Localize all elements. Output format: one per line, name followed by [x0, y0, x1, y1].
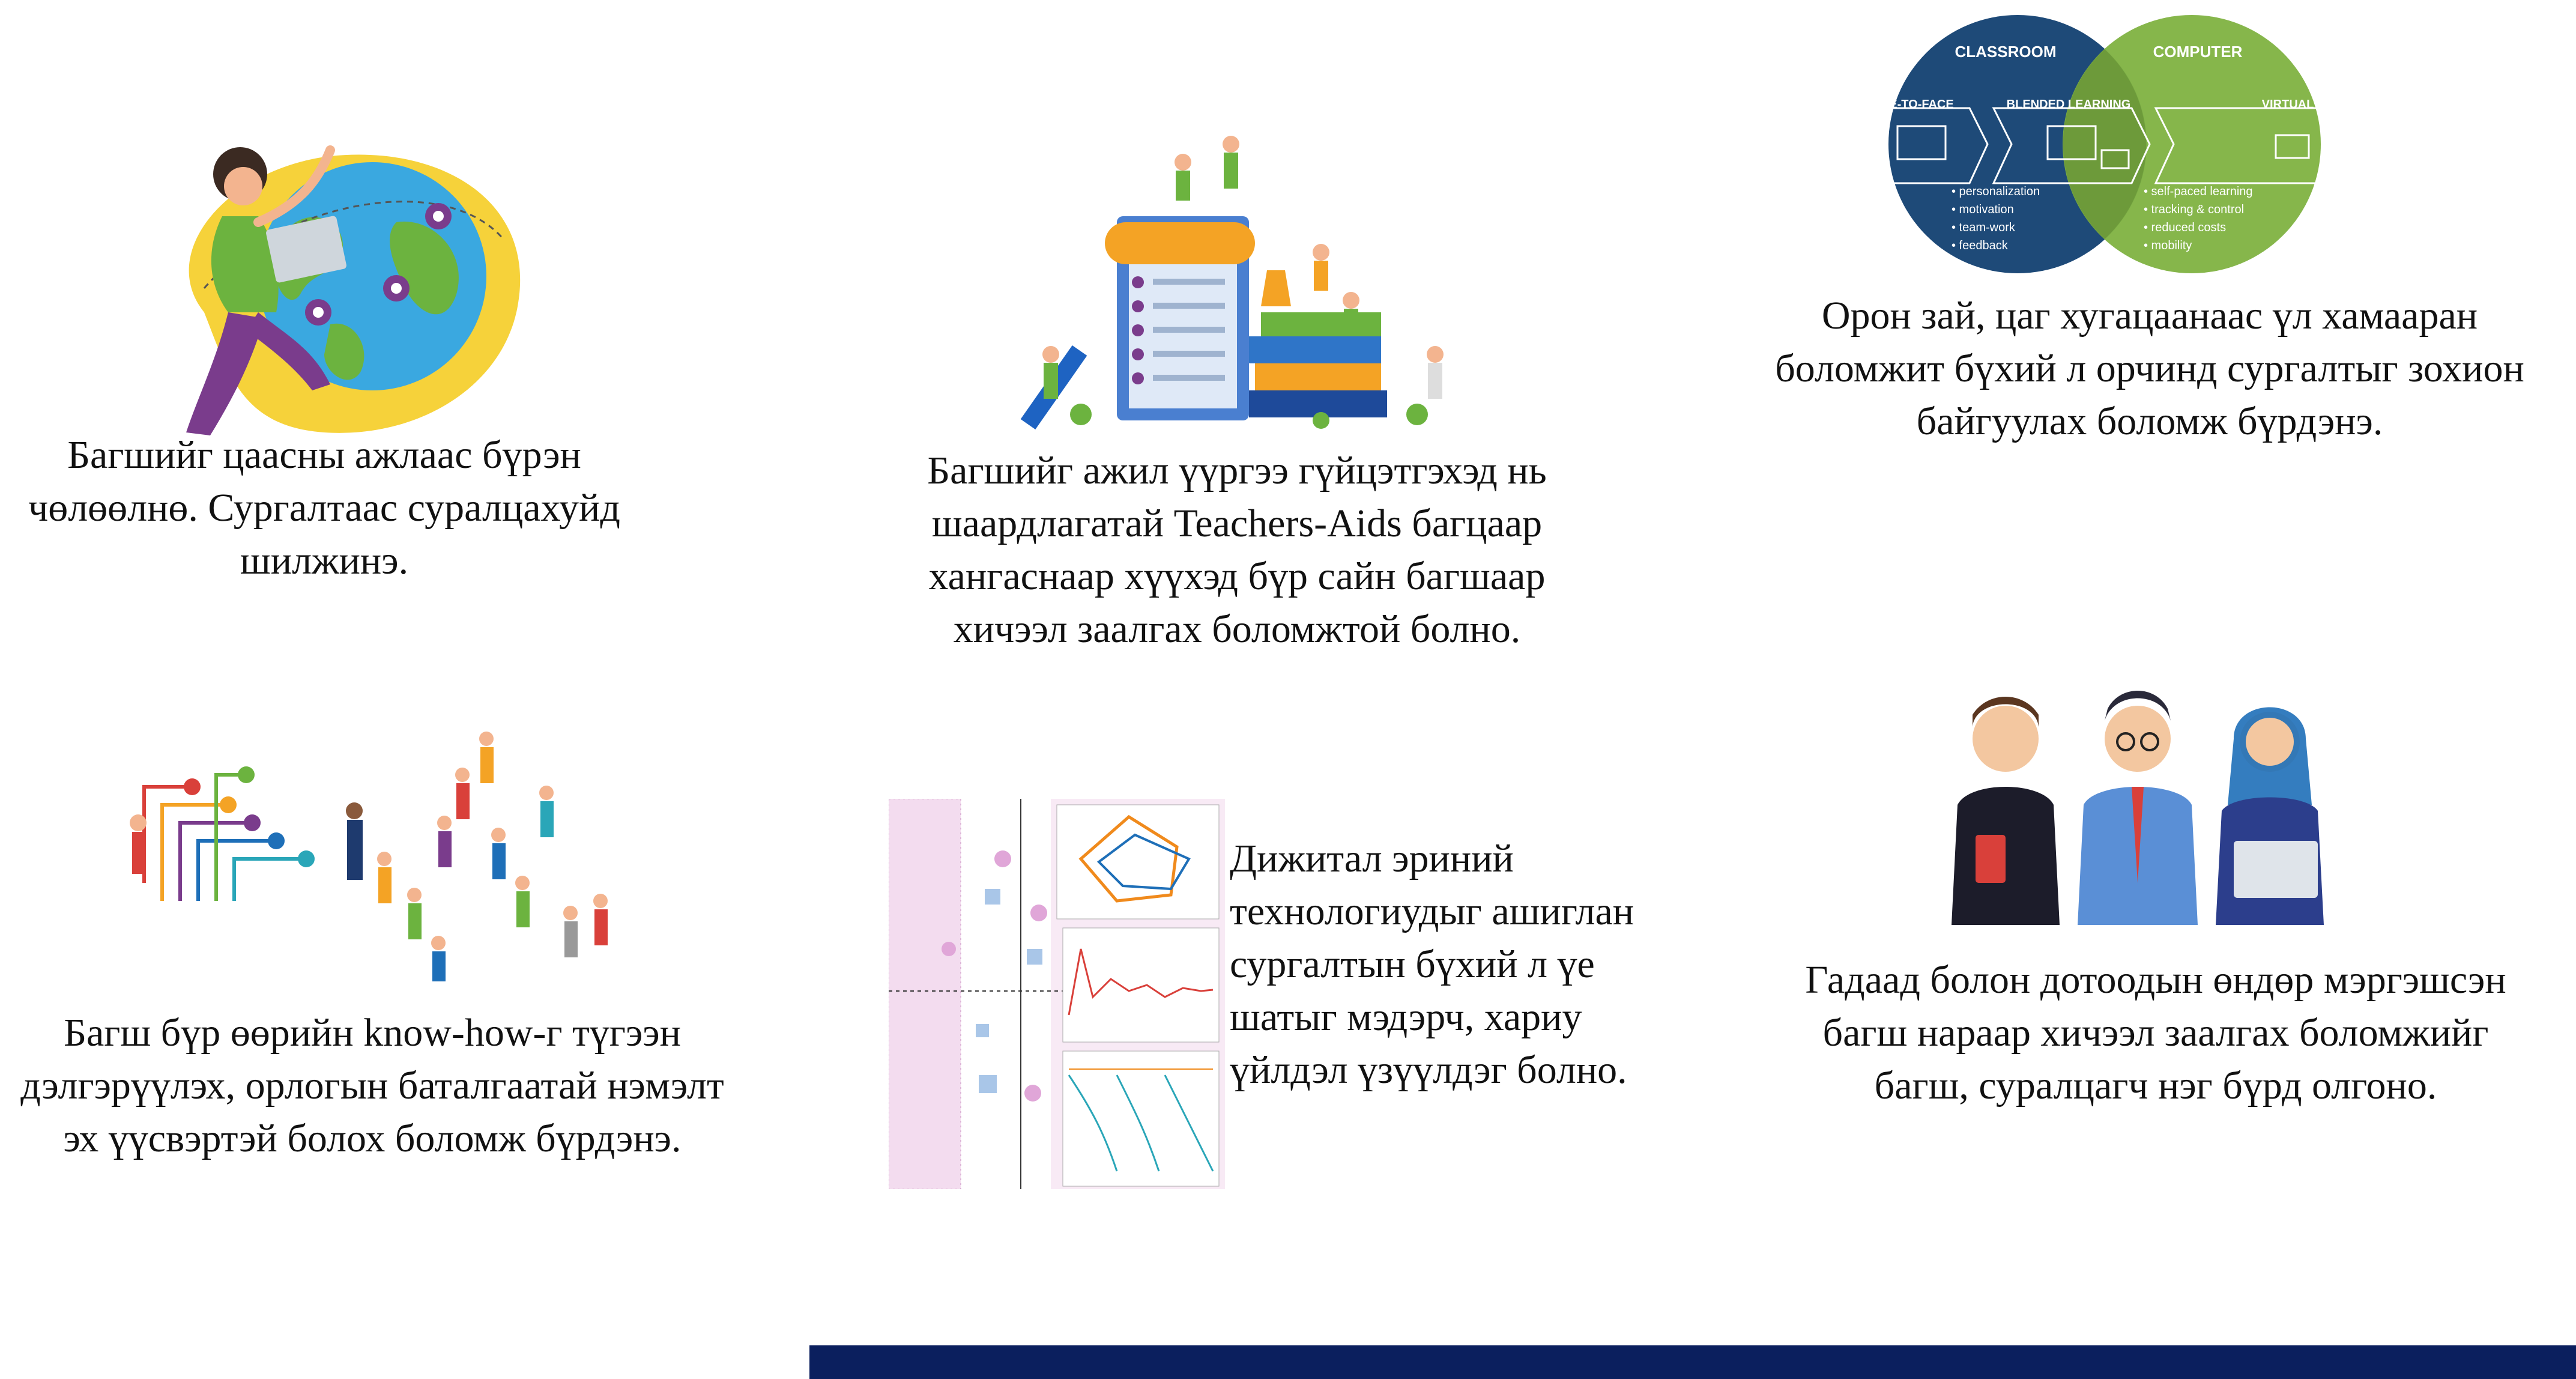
text-block-digital: Дижитал эриний технологиудыг ашиглан сур…	[1230, 837, 1634, 1092]
venn-computer-title: COMPUTER	[2153, 43, 2243, 61]
venn-virtual-label: VIRTUAL	[2262, 98, 2314, 111]
venn-left-item-2: • motivation	[1952, 203, 2014, 216]
venn-face-label: FACE-TO-FACE	[1865, 98, 1953, 111]
venn-right-item-2: • tracking & control	[2144, 203, 2244, 216]
checklist-books-illustration	[1009, 126, 1465, 432]
venn-right-item-1: • self-paced learning	[2144, 185, 2253, 198]
venn-left-item-1: • personalization	[1952, 185, 2040, 198]
text-block-teachers-aids: Багшийг ажил үүргээ гүйцэтгэхэд нь шаард…	[927, 449, 1547, 651]
professionals-illustration	[1915, 685, 2366, 925]
data-charts-illustration	[889, 799, 1225, 1189]
venn-left-item-4: • feedback	[1952, 239, 2009, 252]
blended-learning-venn: CLASSROOM COMPUTER FACE-TO-FACE BLENDED …	[1843, 12, 2366, 276]
venn-right-item-3: • reduced costs	[2144, 221, 2226, 234]
text-block-know-how: Багш бүр өөрийн know-how-г түгээн дэлгэр…	[20, 1011, 724, 1160]
text-block-foreign-teachers: Гадаад болон дотоодын өндөр мэргэшсэн ба…	[1805, 958, 2506, 1108]
venn-blended-label: BLENDED LEARNING	[2007, 98, 2131, 111]
venn-left-item-3: • team-work	[1952, 221, 2016, 234]
venn-right-item-4: • mobility	[2144, 239, 2192, 252]
globe-illustration	[132, 132, 540, 444]
footer-bar	[809, 1345, 2576, 1379]
text-block-anywhere: Орон зай, цаг хугацаанаас үл хамааран бо…	[1775, 294, 2524, 443]
venn-classroom-title: CLASSROOM	[1955, 43, 2057, 61]
text-block-paperwork: Багшийг цаасны ажлаас бүрэн чөлөөлнө. Су…	[28, 433, 620, 583]
people-network-illustration	[126, 703, 624, 985]
